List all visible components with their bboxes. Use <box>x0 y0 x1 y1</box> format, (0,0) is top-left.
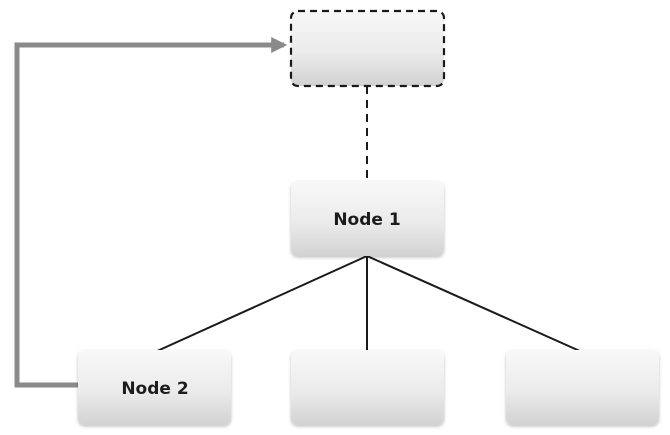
tree-line-right <box>366 255 583 353</box>
node-1-label: Node 1 <box>333 210 400 230</box>
tree-line-node2 <box>154 255 368 353</box>
placeholder-node <box>289 9 446 88</box>
node-2: Node 2 <box>78 350 231 425</box>
child-node-middle <box>291 350 444 425</box>
child-node-right <box>506 350 659 425</box>
loop-back-arrow <box>14 36 288 388</box>
node-2-label: Node 2 <box>121 379 188 399</box>
node-1: Node 1 <box>291 181 444 256</box>
